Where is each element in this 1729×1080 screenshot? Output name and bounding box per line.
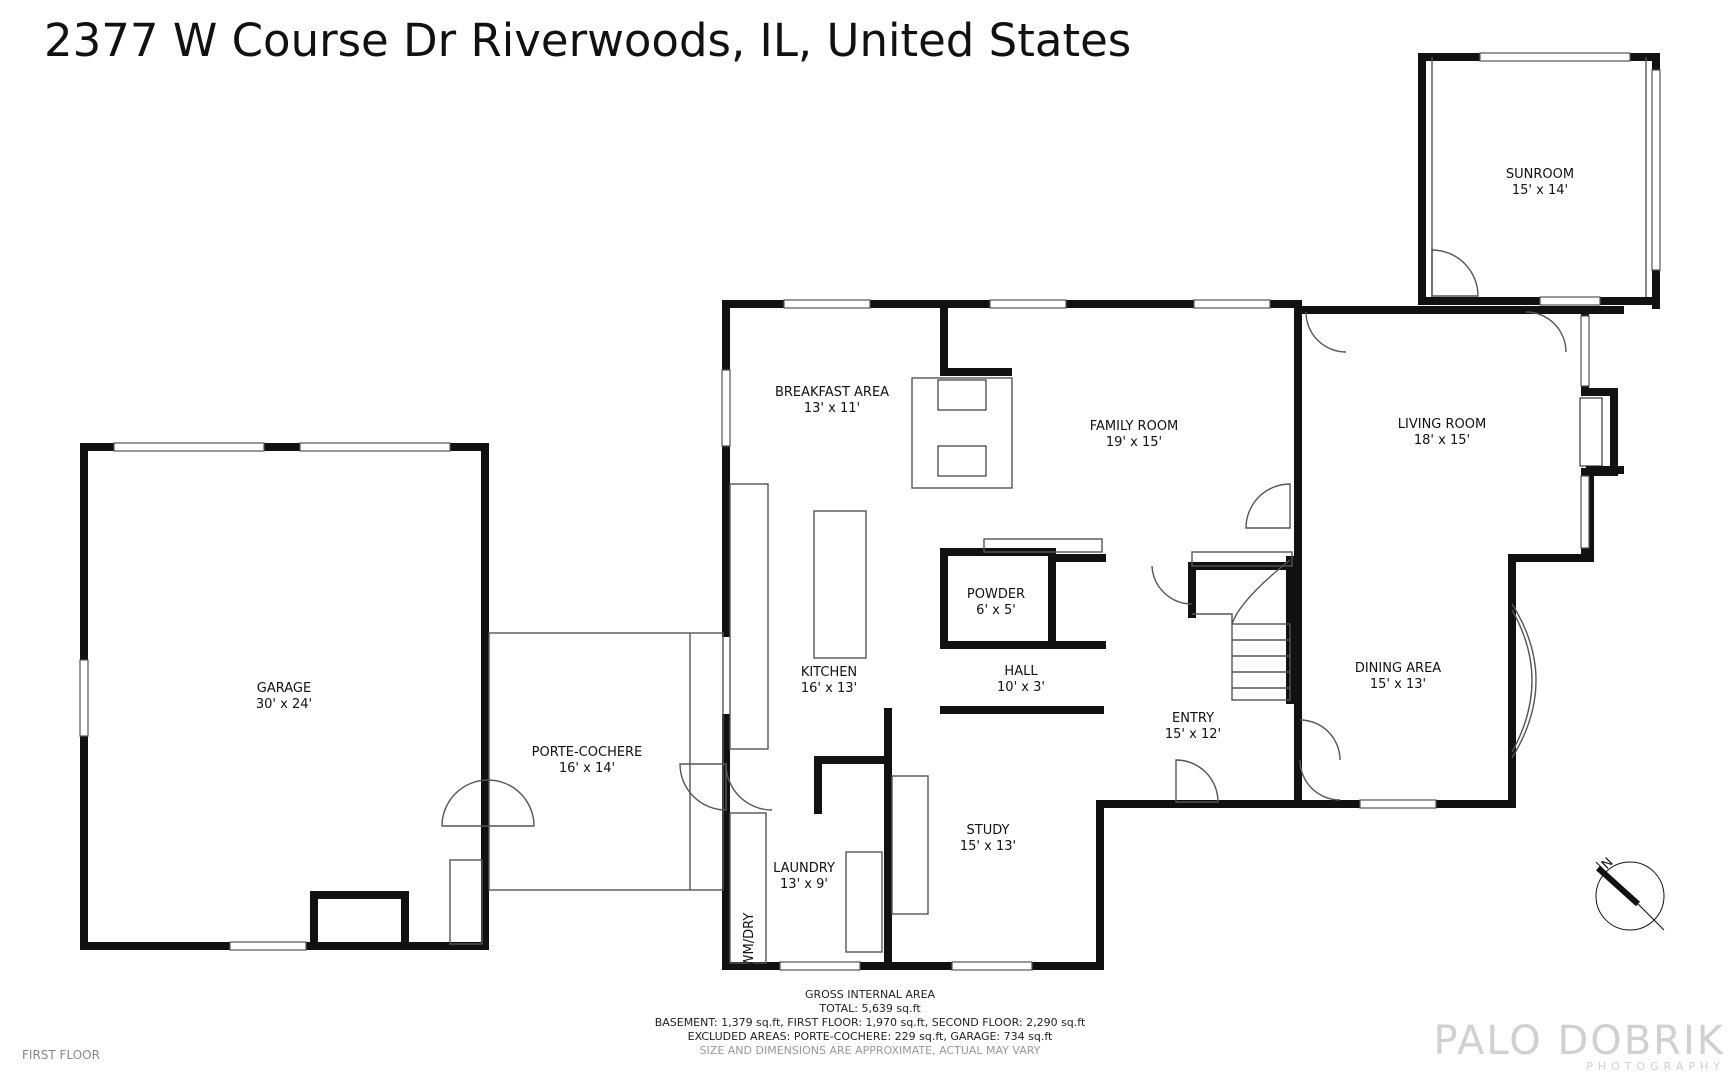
watermark-logo: PALO DOBRIK PHOTOGRAPHY <box>1433 1018 1725 1073</box>
floor-name: FIRST FLOOR <box>22 1048 100 1062</box>
wm-dry-label: WM/DRY <box>742 913 757 968</box>
stair-door-swing <box>1151 565 1193 605</box>
kitchen-island <box>813 510 867 659</box>
study-desk <box>891 775 929 915</box>
room-dims-sunroom: 15' x 14' <box>1512 183 1568 198</box>
area-floors: BASEMENT: 1,379 sq.ft, FIRST FLOOR: 1,97… <box>654 1016 1086 1029</box>
thin-lines <box>441 57 1647 964</box>
porte-cochere-outline <box>488 632 724 891</box>
fireplaces <box>937 379 1603 477</box>
area-disclaimer: SIZE AND DIMENSIONS ARE APPROXIMATE, ACT… <box>699 1044 1041 1057</box>
area-heading: GROSS INTERNAL AREA <box>804 988 936 1001</box>
stair-top-landing <box>1191 551 1293 567</box>
kitchen-west-counter <box>729 483 769 750</box>
entry-door-swing <box>1175 759 1219 803</box>
room-name-garage: GARAGE <box>257 681 311 696</box>
room-name-entry: ENTRY <box>1172 711 1214 726</box>
garage-walls <box>80 443 489 950</box>
room-dims-family-room: 19' x 15' <box>1106 435 1162 450</box>
porte-door-swing <box>679 763 727 811</box>
living-door-swing-2 <box>1525 311 1567 353</box>
logo-sub: PHOTOGRAPHY <box>1586 1060 1725 1073</box>
room-name-laundry: LAUNDRY <box>773 861 835 876</box>
hall-counter <box>983 538 1103 553</box>
dining-door-swing-2 <box>1299 759 1341 801</box>
garage-sink-counter <box>449 859 483 945</box>
area-summary: GROSS INTERNAL AREA TOTAL: 5,639 sq.ft B… <box>560 988 1180 1058</box>
compass <box>1595 861 1665 931</box>
stair-curve <box>1192 559 1291 625</box>
room-dims-entry: 15' x 12' <box>1165 727 1221 742</box>
room-dims-garage: 30' x 24' <box>256 697 312 712</box>
laundry-counter <box>729 812 767 964</box>
stair-outline <box>1231 623 1291 701</box>
room-name-powder: POWDER <box>967 587 1025 602</box>
main-house-west-wall <box>722 300 1624 637</box>
page-title: 2377 W Course Dr Riverwoods, IL, United … <box>44 14 1132 67</box>
room-dims-kitchen: 16' x 13' <box>801 681 857 696</box>
porte-door-swing-2 <box>725 763 773 811</box>
kitchen-peninsula <box>911 377 1013 489</box>
room-name-kitchen: KITCHEN <box>801 665 857 680</box>
room-dims-breakfast-area: 13' x 11' <box>804 401 860 416</box>
room-dims-study: 15' x 13' <box>960 839 1016 854</box>
sunroom-door-swing <box>1431 249 1479 297</box>
room-name-porte-cochere: PORTE-COCHERE <box>532 745 643 760</box>
room-name-sunroom: SUNROOM <box>1506 167 1574 182</box>
garage-door-swing <box>441 779 535 827</box>
room-dims-laundry: 13' x 9' <box>780 877 828 892</box>
room-name-breakfast-area: BREAKFAST AREA <box>775 385 889 400</box>
room-name-hall: HALL <box>1004 664 1038 679</box>
room-dims-powder: 6' x 5' <box>976 603 1016 618</box>
dining-door-swing <box>1299 719 1341 761</box>
windows <box>79 52 1661 971</box>
outer-walls <box>80 53 1660 970</box>
logo-brand: PALO DOBRIK <box>1433 1018 1725 1064</box>
room-name-dining-area: DINING AREA <box>1355 661 1441 676</box>
room-dims-living-room: 18' x 15' <box>1414 433 1470 448</box>
room-name-living-room: LIVING ROOM <box>1398 417 1486 432</box>
family-door-swing <box>1245 483 1291 529</box>
room-name-study: STUDY <box>967 823 1010 838</box>
room-dims-dining-area: 15' x 13' <box>1370 677 1426 692</box>
room-dims-hall: 10' x 3' <box>997 680 1045 695</box>
area-excluded: EXCLUDED AREAS: PORTE-COCHERE: 229 sq.ft… <box>687 1030 1053 1043</box>
dining-bay <box>1511 603 1537 759</box>
area-total: TOTAL: 5,639 sq.ft <box>819 1002 921 1015</box>
laundry-unit <box>845 851 883 953</box>
room-dims-porte-cochere: 16' x 14' <box>559 761 615 776</box>
room-name-family-room: FAMILY ROOM <box>1090 419 1179 434</box>
living-door-swing <box>1305 311 1347 353</box>
